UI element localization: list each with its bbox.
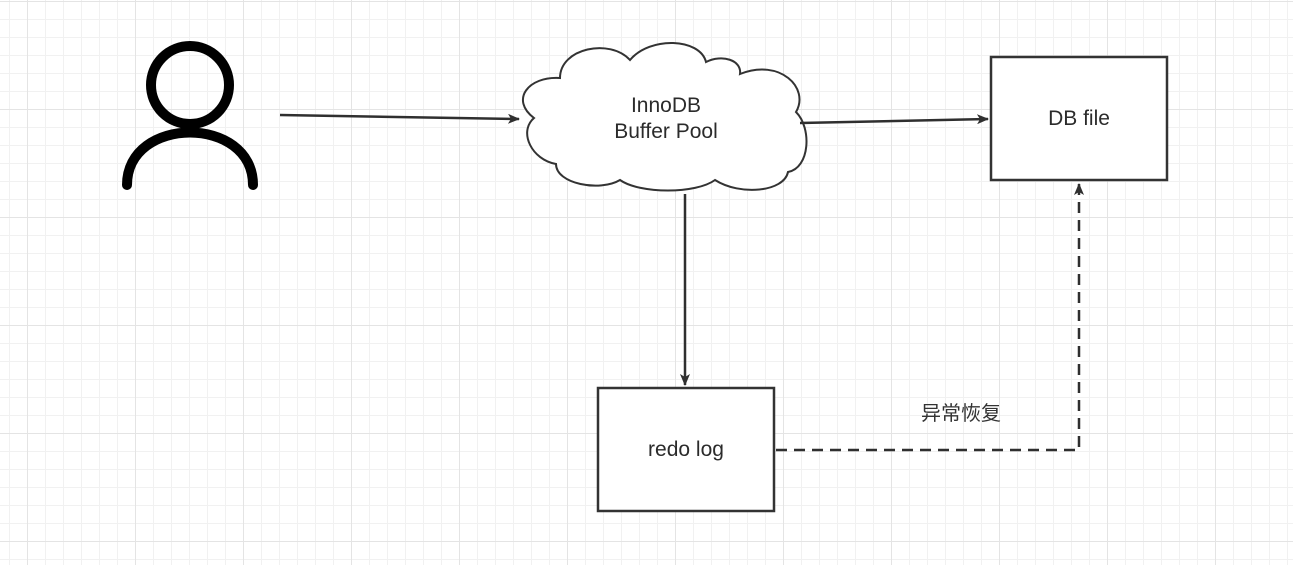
edge-buffer-pool-to-db-file[interactable] bbox=[799, 114, 989, 125]
buffer-pool-label-line1: InnoDB bbox=[630, 94, 702, 117]
buffer-pool-label-line2: Buffer Pool bbox=[614, 120, 718, 143]
user-icon[interactable] bbox=[122, 41, 258, 190]
db-file-box[interactable] bbox=[989, 55, 1169, 182]
edge-user-to-buffer-pool[interactable] bbox=[279, 113, 520, 124]
edge-label-recovery: 异常恢复 bbox=[921, 401, 1001, 425]
db-file-label: DB file bbox=[1048, 107, 1110, 130]
buffer-pool-cloud[interactable] bbox=[521, 42, 808, 192]
redo-log-label: redo log bbox=[648, 438, 724, 461]
buffer-pool-label: InnoDB Buffer Pool bbox=[586, 93, 746, 145]
user-icon-body bbox=[122, 127, 258, 190]
edge-redo-log-to-db-file[interactable] bbox=[776, 183, 1084, 452]
redo-log-box[interactable] bbox=[596, 386, 776, 513]
user-icon-head bbox=[146, 41, 234, 129]
